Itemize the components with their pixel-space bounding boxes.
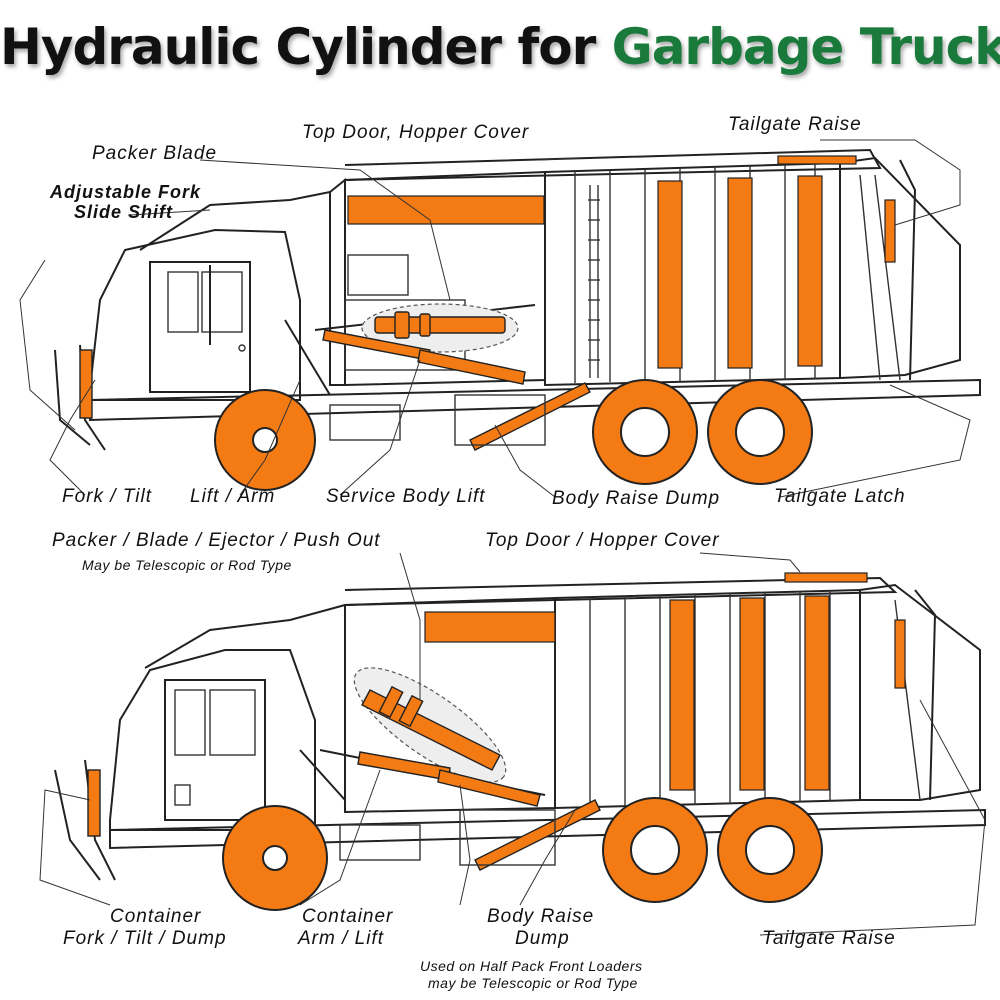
label-top-door-1: Top Door, Hopper Cover (302, 122, 529, 143)
label-container-arm-line1: Container (302, 906, 393, 927)
label-packer-ejector: Packer / Blade / Ejector / Push Out (52, 530, 381, 551)
page-title: Hydraulic Cylinder for Garbage Truck (0, 18, 1000, 76)
label-tailgate-latch: Tailgate Latch (774, 486, 906, 507)
note-half-pack-line1: Used on Half Pack Front Loaders (420, 958, 643, 974)
title-accent: Garbage Truck (611, 18, 1000, 76)
truck-1 (19, 139, 981, 498)
label-top-door-2: Top Door / Hopper Cover (485, 530, 720, 551)
label-container-fork-line2: Fork / Tilt / Dump (63, 928, 227, 949)
label-packer-blade: Packer Blade (92, 143, 217, 164)
label-container-arm-line2: Arm / Lift (297, 928, 384, 949)
label-tailgate-raise-2: Tailgate Raise (762, 928, 896, 949)
label-fork-tilt: Fork / Tilt (62, 486, 152, 507)
label-fork-slide-line2: Slide Shift (74, 202, 173, 222)
label-fork-slide-line1: Adjustable Fork (49, 182, 201, 202)
title-main: Hydraulic Cylinder for (0, 18, 612, 76)
label-body-raise-line2: Dump (515, 928, 570, 949)
label-body-raise-line1: Body Raise (487, 906, 594, 927)
label-container-fork-line1: Container (110, 906, 201, 927)
label-service-body-lift: Service Body Lift (326, 486, 486, 507)
label-body-raise-dump: Body Raise Dump (552, 488, 720, 509)
note-packer-type: May be Telescopic or Rod Type (82, 557, 292, 573)
truck-2 (39, 552, 986, 936)
label-lift-arm: Lift / Arm (190, 486, 275, 507)
label-tailgate-raise-1: Tailgate Raise (728, 114, 862, 135)
note-half-pack-line2: may be Telescopic or Rod Type (428, 975, 638, 991)
